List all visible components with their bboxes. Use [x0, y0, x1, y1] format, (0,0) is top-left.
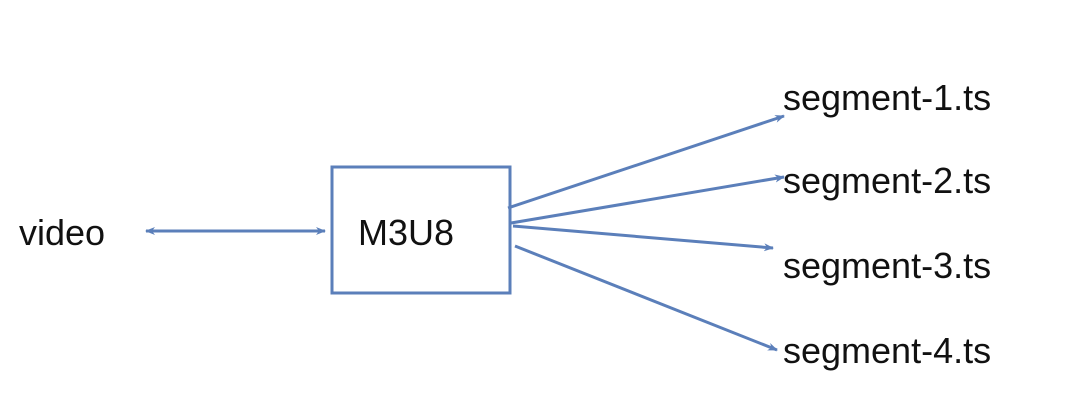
arrow-to-segment-3: [512, 224, 774, 252]
segment-1-label: segment-1.ts: [783, 77, 992, 118]
arrow-to-segment-4: [514, 244, 778, 352]
video-label: video: [19, 212, 106, 253]
arrow-to-segment-2: [510, 174, 785, 225]
m3u8-label: M3U8: [358, 212, 455, 253]
arrow-to-segment-1: [507, 114, 785, 210]
m3u8-box: [330, 165, 512, 295]
segment-3-label: segment-3.ts: [783, 245, 992, 286]
segment-2-label: segment-2.ts: [783, 160, 992, 201]
segment-4-label: segment-4.ts: [783, 330, 992, 371]
